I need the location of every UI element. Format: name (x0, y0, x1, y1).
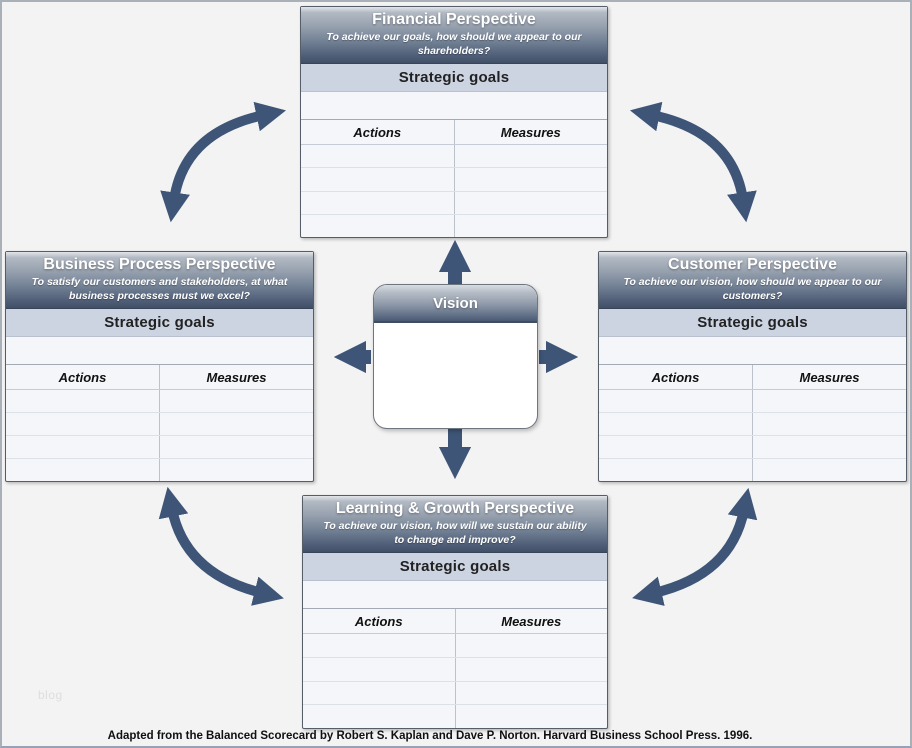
measures-column-header: Measures (799, 369, 860, 385)
customer-panel-title: Customer Perspective (668, 256, 837, 273)
attribution-footer: Adapted from the Balanced Scorecard by R… (107, 730, 753, 742)
learning-panel-title: Learning & Growth Perspective (335, 500, 575, 517)
table-row (301, 214, 607, 238)
columns-header: Actions Measures (6, 365, 313, 391)
measures-column-header: Measures (206, 369, 267, 385)
table-body (599, 390, 906, 482)
vision-body (374, 323, 537, 428)
curved-arrow-top-left (160, 101, 287, 223)
learning-growth-perspective-panel: Learning & Growth Perspective To achieve… (302, 495, 608, 729)
actions-column-header: Actions (599, 365, 753, 390)
curved-arrow-bottom-left (158, 486, 284, 606)
table-row (303, 657, 607, 682)
table-row (6, 436, 313, 460)
table-body (301, 145, 607, 238)
table-row (303, 681, 607, 706)
table-row (599, 459, 906, 482)
financial-panel-subtitle: To achieve our goals, how should we appe… (326, 31, 582, 57)
actions-column-header: Actions (303, 609, 456, 634)
table-body (303, 634, 607, 729)
watermark: blog (38, 688, 63, 702)
business-process-perspective-panel: Business Process Perspective To satisfy … (5, 251, 314, 482)
columns-header: Actions Measures (301, 120, 607, 146)
table-row (599, 413, 906, 437)
empty-row (6, 337, 313, 366)
learning-panel-subtitle: To achieve our vision, how will we susta… (323, 520, 587, 546)
strategic-goals-band: Strategic goals (6, 309, 313, 338)
financial-panel-header: Financial Perspective To achieve our goa… (301, 7, 607, 65)
learning-panel-header: Learning & Growth Perspective To achieve… (303, 496, 607, 554)
strategic-goals-band: Strategic goals (301, 64, 607, 93)
empty-row (303, 581, 607, 610)
business-panel-header: Business Process Perspective To satisfy … (6, 252, 313, 310)
customer-panel-subtitle: To achieve our vision, how should we app… (623, 276, 882, 302)
strategic-goals-band: Strategic goals (599, 309, 906, 338)
financial-panel-title: Financial Perspective (372, 11, 536, 28)
table-row (301, 145, 607, 169)
vision-box: Vision (373, 284, 538, 429)
financial-perspective-panel: Financial Perspective To achieve our goa… (300, 6, 608, 238)
table-row (303, 634, 607, 658)
measures-column-header: Measures (500, 124, 561, 140)
curved-arrow-bottom-right (632, 487, 758, 606)
table-row (301, 191, 607, 215)
table-body (6, 390, 313, 482)
table-row (599, 390, 906, 414)
measures-column-header: Measures (501, 613, 562, 629)
actions-column-header: Actions (6, 365, 160, 390)
empty-row (599, 337, 906, 366)
business-panel-title: Business Process Perspective (43, 256, 276, 273)
business-panel-subtitle: To satisfy our customers and stakeholder… (31, 276, 288, 302)
curved-arrow-top-right (629, 101, 757, 223)
table-row (6, 390, 313, 414)
table-row (6, 459, 313, 482)
table-row (599, 436, 906, 460)
actions-column-header: Actions (301, 120, 455, 145)
table-row (303, 705, 607, 729)
columns-header: Actions Measures (303, 609, 607, 635)
vision-title: Vision (433, 294, 478, 312)
strategic-goals-band: Strategic goals (303, 553, 607, 582)
vision-header: Vision (374, 285, 537, 323)
customer-panel-header: Customer Perspective To achieve our visi… (599, 252, 906, 310)
columns-header: Actions Measures (599, 365, 906, 391)
table-row (301, 168, 607, 192)
empty-row (301, 92, 607, 121)
customer-perspective-panel: Customer Perspective To achieve our visi… (598, 251, 907, 482)
table-row (6, 413, 313, 437)
